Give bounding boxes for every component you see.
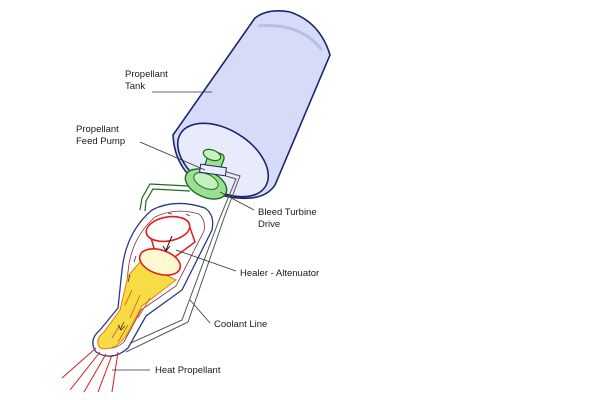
coolant-leader xyxy=(189,299,211,324)
exhaust-plume xyxy=(61,347,119,393)
label-tank-line2: Tank xyxy=(125,81,145,92)
label-turbine-line2: Drive xyxy=(258,219,280,230)
coolant-line xyxy=(123,169,241,353)
label-turbine-line1: Bleed Turbine xyxy=(258,207,317,218)
flow-arrows xyxy=(117,212,191,331)
pump-leader xyxy=(139,141,206,171)
bleed-pipe xyxy=(139,183,191,212)
hot-propellant-flame xyxy=(97,261,177,350)
bleed-turbine xyxy=(184,163,228,200)
tank-shading xyxy=(257,24,324,51)
label-tank-line1: Propellant xyxy=(125,69,168,80)
heater-attenuator xyxy=(138,215,196,276)
turbine-leader xyxy=(219,191,255,211)
label-coolant: Coolant Line xyxy=(214,319,267,330)
reactor-chamber xyxy=(92,202,214,357)
label-heater: Healer - Altenuator xyxy=(240,268,319,279)
label-pump-line1: Propellant xyxy=(76,124,119,135)
label-pump-line2: Feed Pump xyxy=(76,136,125,147)
label-heat: Heat Propellant xyxy=(155,365,221,376)
heater-leader xyxy=(175,249,237,272)
